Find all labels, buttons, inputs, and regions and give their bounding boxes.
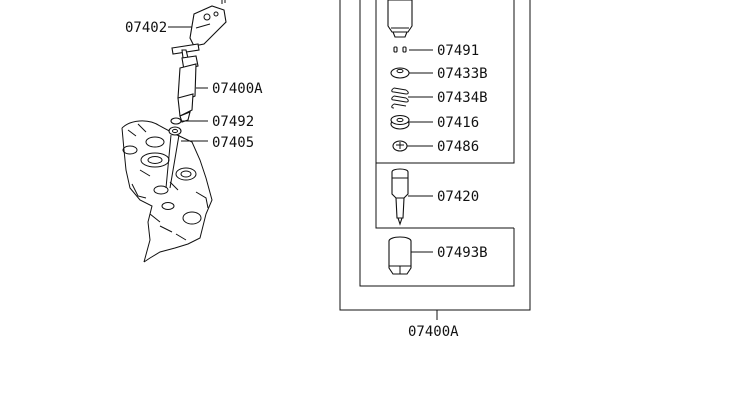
nozzle-clamp-07402 bbox=[189, 0, 227, 47]
part-07486 bbox=[392, 140, 408, 152]
label-07486: 07486 bbox=[437, 139, 479, 155]
label-07400a-bottom: 07400A bbox=[408, 324, 459, 340]
spacer-07416 bbox=[390, 114, 410, 130]
nozzle-07420 bbox=[391, 168, 409, 226]
label-07493b: 07493B bbox=[437, 245, 488, 261]
label-07420: 07420 bbox=[437, 189, 479, 205]
shim-07433b bbox=[390, 67, 410, 79]
cylinder-head-drawing bbox=[121, 120, 213, 263]
label-07433b: 07433B bbox=[437, 66, 488, 82]
injector-assembly-07400a bbox=[171, 43, 200, 123]
label-07492: 07492 bbox=[212, 114, 254, 130]
seal-07405 bbox=[165, 126, 182, 189]
label-07491: 07491 bbox=[437, 43, 479, 59]
label-07416: 07416 bbox=[437, 115, 479, 131]
outer-box bbox=[339, 0, 531, 311]
sub-box-nozzle bbox=[375, 163, 514, 229]
retaining-nut-07493b bbox=[388, 236, 412, 275]
holder-body bbox=[387, 0, 413, 38]
label-07400a-left: 07400A bbox=[212, 81, 263, 97]
washer-07492 bbox=[170, 117, 182, 125]
spring-07434b bbox=[391, 87, 409, 109]
sub-box-top bbox=[375, 0, 515, 164]
label-07405: 07405 bbox=[212, 135, 254, 151]
inner-box bbox=[359, 0, 515, 287]
label-07402: 07402 bbox=[125, 20, 167, 36]
label-07434b: 07434B bbox=[437, 90, 488, 106]
pins-07491 bbox=[393, 46, 407, 53]
